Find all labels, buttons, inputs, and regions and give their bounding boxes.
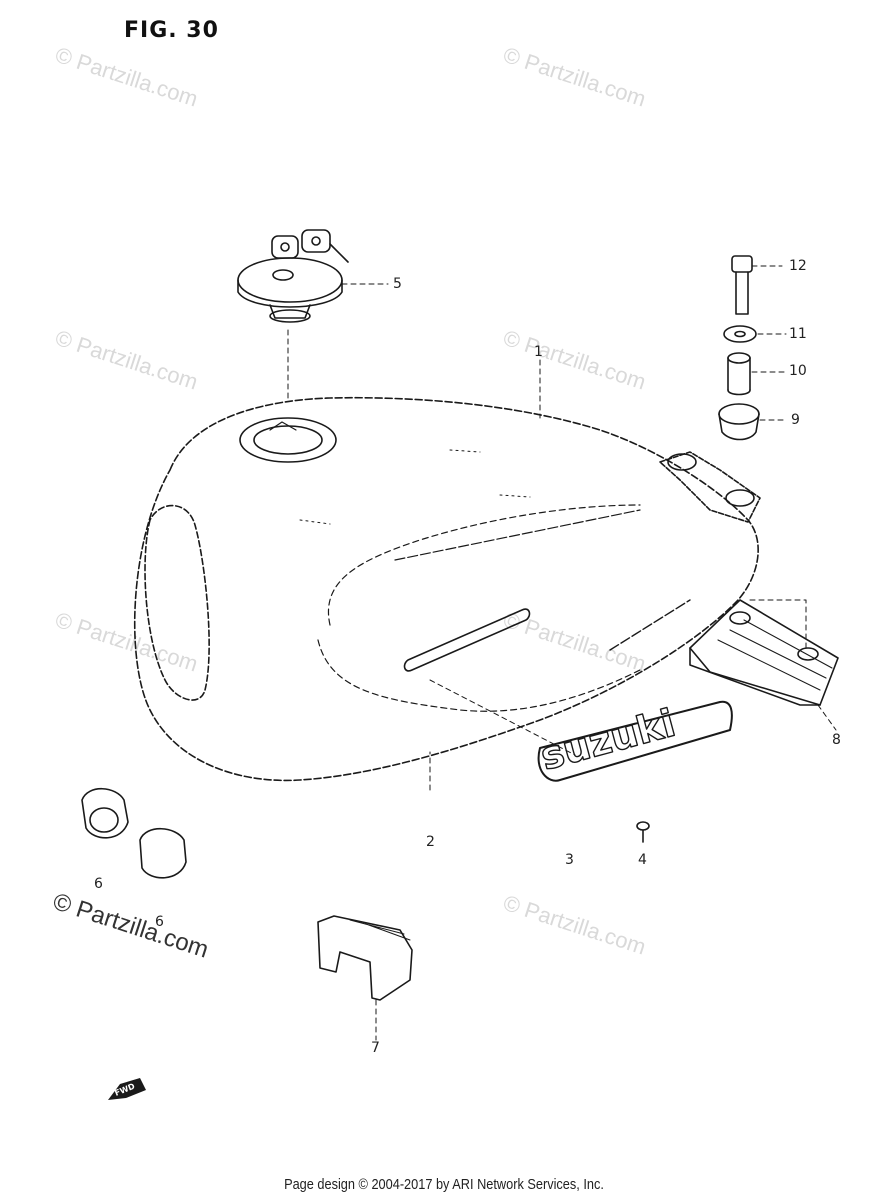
callout-4: 4 (638, 852, 647, 868)
callout-6: 6 (94, 876, 103, 892)
callout-9: 9 (791, 412, 800, 428)
suzuki-emblem: suzuki (535, 700, 733, 782)
callout-1: 1 (534, 344, 543, 360)
callout-2: 2 (426, 834, 435, 850)
fuel-cap-with-key (237, 229, 349, 323)
callout-12: 12 (789, 258, 807, 274)
washer (723, 325, 757, 343)
collar (727, 352, 751, 396)
callout-5: 5 (393, 276, 402, 292)
callout-6: 6 (155, 914, 164, 930)
emblem-screw (636, 821, 650, 843)
callout-11: 11 (789, 326, 807, 342)
tank-rear-cushion (689, 599, 839, 706)
callout-3: 3 (565, 852, 574, 868)
tank-front-cushion (81, 787, 129, 839)
forward-direction-arrow: FWD (108, 1078, 146, 1100)
callout-7: 7 (371, 1040, 380, 1056)
rubber-cushion (718, 403, 760, 441)
mounting-bolt (731, 255, 753, 315)
callout-8: 8 (832, 732, 841, 748)
page-footer: Page design © 2004-2017 by ARI Network S… (284, 1176, 604, 1193)
fuel-tank (133, 396, 761, 782)
figure-title: FIG. 30 (124, 18, 219, 43)
tank-cushion (317, 915, 413, 1001)
tank-front-cushion (139, 827, 187, 879)
callout-10: 10 (789, 363, 807, 379)
